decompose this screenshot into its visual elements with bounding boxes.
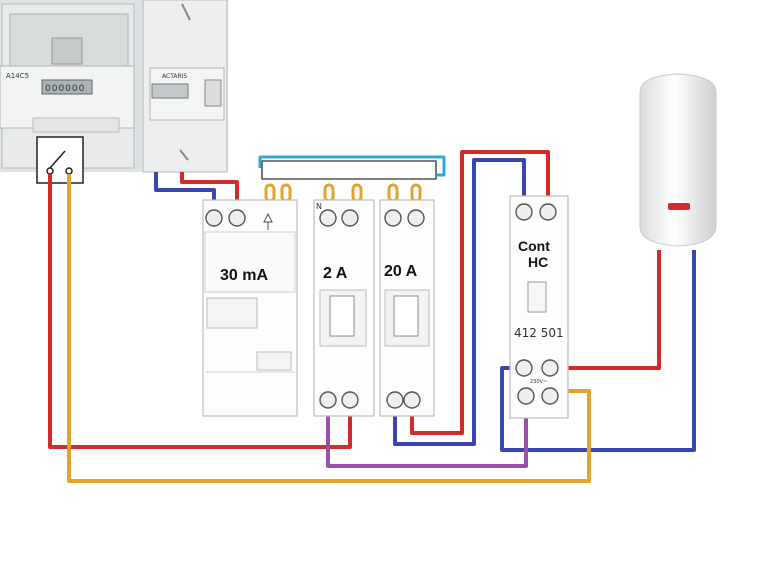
breaker-20a: 20 A (379, 199, 435, 417)
switch-icon (36, 136, 84, 184)
screw-terminal-icon (205, 209, 223, 227)
screw-terminal-icon (228, 209, 246, 227)
contactor-reference: 412 501 (514, 326, 564, 340)
screw-terminal-icon (515, 359, 533, 377)
rcd-rating-label: 30 mA (220, 267, 268, 284)
meter-display: 000000 (45, 84, 85, 94)
screw-terminal-icon (386, 391, 404, 409)
phase-wire-heater (550, 250, 661, 370)
screw-terminal-icon (407, 209, 425, 227)
contactor-title-2: HC (528, 254, 548, 270)
neutral-wire-contactor-in (393, 158, 526, 446)
breaker-2a: N 2 A (313, 199, 375, 417)
water-heater-icon (639, 73, 717, 247)
screw-terminal-icon (319, 391, 337, 409)
screw-terminal-icon (541, 387, 559, 405)
screw-terminal-icon (403, 391, 421, 409)
screw-terminal-icon (341, 391, 359, 409)
busbar (261, 160, 437, 180)
screw-terminal-icon (541, 359, 559, 377)
breaker-20a-label: 20 A (384, 263, 418, 280)
screw-terminal-icon (515, 203, 533, 221)
control-wire (67, 174, 591, 483)
phase-wire-switch (48, 174, 352, 449)
electric-meter-photo: A14C5 000000 ACTARIS (0, 0, 228, 173)
breaker-2a-label: 2 A (323, 265, 348, 282)
meter-left-label: A14C5 (6, 72, 29, 80)
phase-wire-contactor-in (410, 150, 550, 435)
screw-terminal-icon (384, 209, 402, 227)
contactor-hc: Cont HC 412 501 230V~ (509, 195, 569, 419)
busbar-connectors (264, 183, 422, 203)
contactor-voltage: 230V~ (530, 379, 547, 385)
rcd-30ma: 30 mA (202, 199, 298, 417)
screw-terminal-icon (319, 209, 337, 227)
meter-right-label: ACTARIS (162, 73, 187, 80)
screw-terminal-icon (539, 203, 557, 221)
contactor-title-1: Cont (518, 238, 550, 254)
busbar-link (258, 155, 446, 177)
neutral-mark: N (316, 202, 322, 211)
screw-terminal-icon (517, 387, 535, 405)
wires (48, 150, 696, 483)
neutral-wire-heater (500, 250, 696, 452)
arrow-up-icon (263, 212, 273, 223)
coil-wire (326, 400, 528, 468)
screw-terminal-icon (341, 209, 359, 227)
